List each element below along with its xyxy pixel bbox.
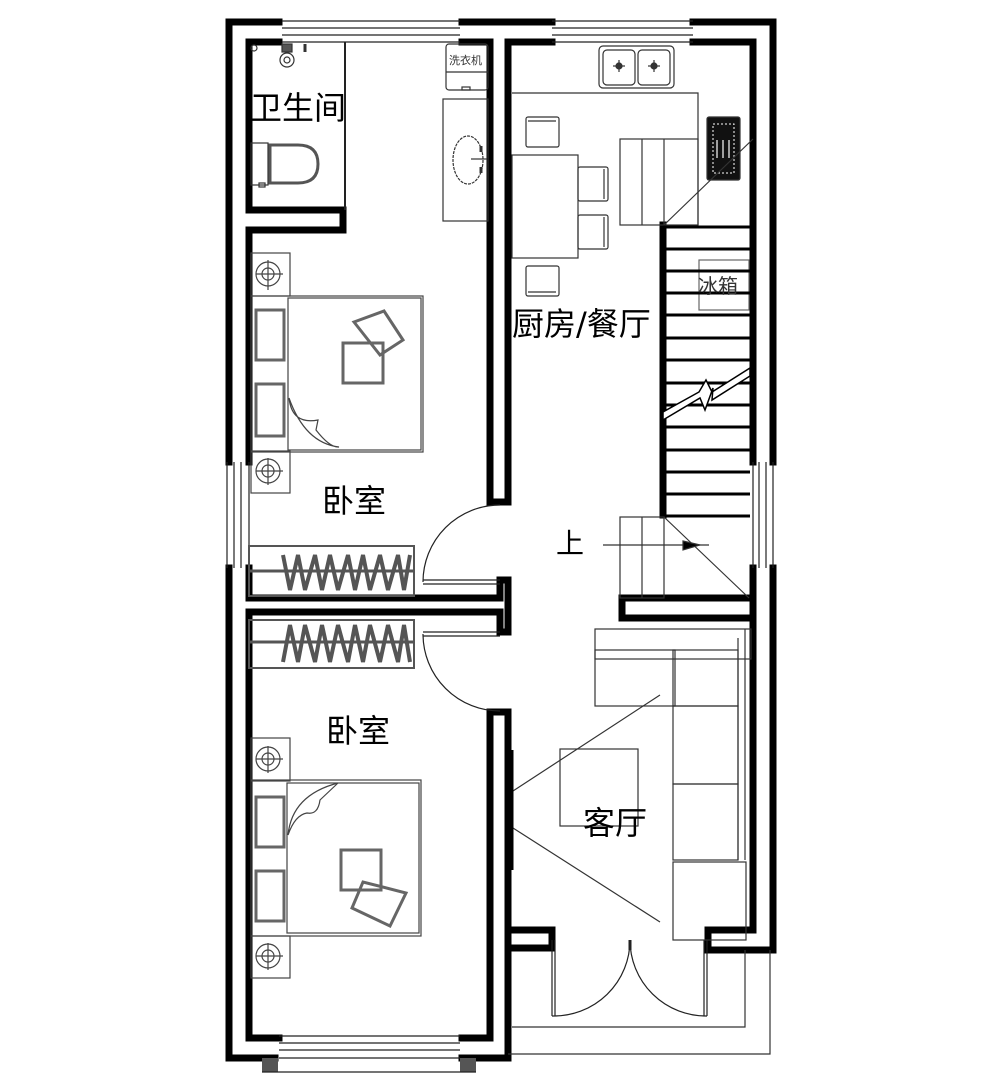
- washing-machine-icon: [445, 43, 489, 91]
- utility-fixtures: [442, 43, 489, 222]
- stair-break-line: [662, 366, 751, 422]
- inner-wall-top-mid: [458, 38, 556, 506]
- shower-head-icon: [250, 43, 307, 68]
- arrow-head-icon: [682, 540, 703, 551]
- window-bottom: [262, 1035, 476, 1073]
- column-bottom-left: [262, 1058, 278, 1072]
- inner-wall-top-right: [689, 38, 757, 466]
- chair-icon: [525, 265, 560, 297]
- inner-wall-left-top: [245, 38, 347, 466]
- chair-icon: [577, 214, 609, 250]
- bathroom-fixtures: [250, 43, 320, 188]
- fridge-label: 冰箱: [698, 274, 738, 298]
- door-bedroom-top: [422, 504, 501, 585]
- room-label-bedroom-top: 卧室: [322, 482, 387, 520]
- nightstand-lamp-icon: [250, 737, 291, 782]
- double-bed-icon: [250, 779, 422, 937]
- door-entrance-double: [551, 939, 708, 1017]
- walls: [225, 18, 777, 1062]
- stair-landing-wall: [618, 564, 757, 602]
- double-sink-icon: [598, 45, 675, 89]
- wardrobe-bottom: [248, 619, 415, 669]
- nightstand-lamp-icon: [250, 935, 291, 979]
- stairs-up-label: 上: [556, 527, 585, 560]
- chair-icon: [577, 166, 609, 202]
- nightstand-lamp-icon: [250, 252, 291, 297]
- nightstand-lamp-icon: [250, 450, 291, 494]
- windows: [226, 20, 774, 1073]
- kitchen-counter: [512, 92, 699, 225]
- living-room-furniture: [510, 628, 752, 941]
- stove-icon: [706, 116, 741, 181]
- chair-icon: [525, 116, 560, 148]
- stair-landing: [603, 516, 750, 599]
- tv-viewing-lines: [510, 694, 661, 923]
- room-label-bathroom: 卫生间: [250, 89, 347, 127]
- window-right: [752, 462, 774, 568]
- inner-wall-right-lower: [704, 564, 777, 954]
- window-left: [226, 462, 250, 568]
- sofa-icon: [594, 628, 752, 941]
- dining-table: [511, 154, 579, 259]
- inner-wall-left-mid: [245, 564, 512, 1042]
- washing-machine-label: 洗衣机: [449, 54, 482, 67]
- window-top-right: [552, 20, 693, 43]
- staircase: [662, 225, 751, 518]
- doors: [422, 504, 708, 1017]
- outer-wall-left-lower: [225, 564, 279, 1062]
- toilet-icon: [250, 142, 320, 188]
- door-bedroom-bottom: [422, 631, 501, 712]
- double-bed-icon: [250, 295, 424, 453]
- column-bottom-right: [460, 1058, 476, 1072]
- coffee-table: [559, 748, 639, 827]
- inner-wall-bottom-left: [458, 708, 512, 1062]
- room-label-kitchen-dining: 厨房/餐厅: [512, 305, 651, 343]
- fridge-icon: [698, 259, 750, 311]
- room-label-living-room: 客厅: [583, 804, 648, 842]
- pillow-icon: [341, 309, 406, 385]
- pillow-icon: [339, 848, 409, 928]
- room-label-bedroom-bottom: 卧室: [326, 712, 391, 750]
- wall-blocks: [262, 1058, 476, 1072]
- sink-icon: [442, 98, 489, 222]
- bedroom-top-furniture: [250, 252, 424, 494]
- living-top-wall: [618, 594, 757, 622]
- porch: [508, 950, 771, 1055]
- window-top-left: [282, 20, 460, 43]
- stair-top-flight: [619, 138, 754, 226]
- kitchen-fixtures: [511, 45, 754, 311]
- bedroom-bottom-furniture: [250, 737, 422, 979]
- wardrobe-top: [248, 545, 415, 597]
- outer-wall-top-right: [689, 18, 777, 466]
